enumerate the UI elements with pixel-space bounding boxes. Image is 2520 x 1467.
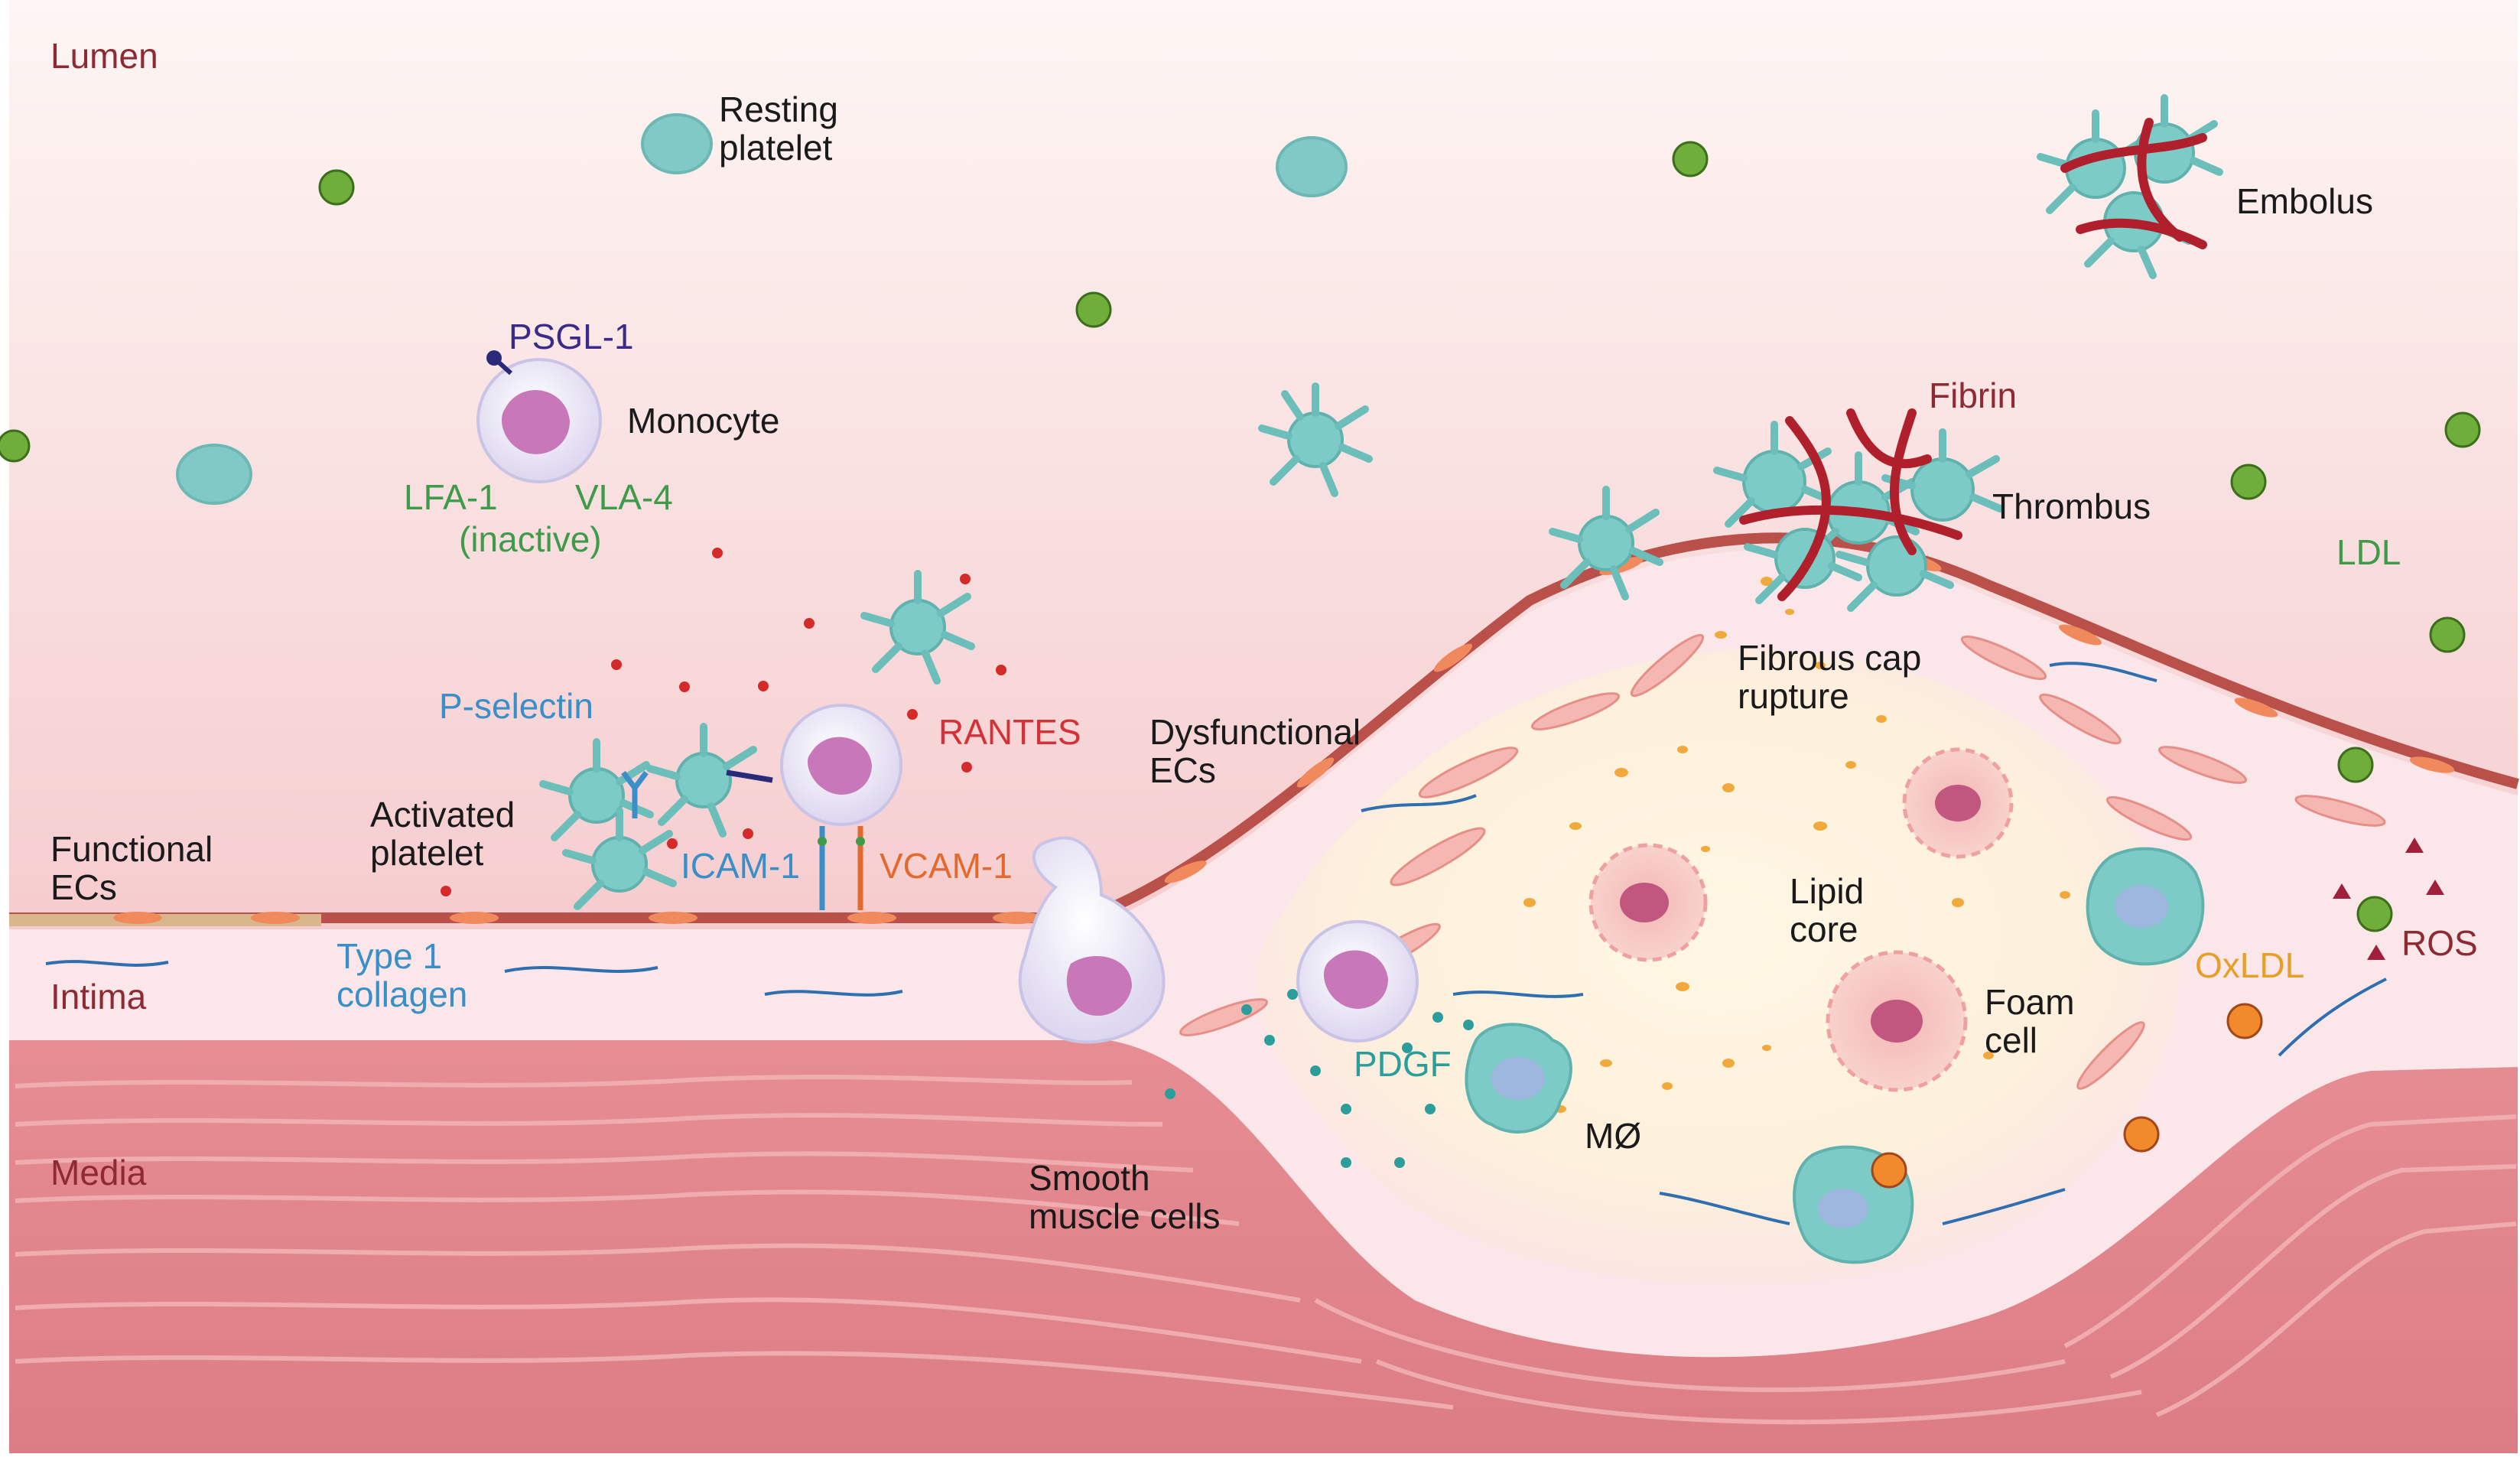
media-texture bbox=[15, 1075, 2517, 1425]
label-activated-platelet-line1: Activated bbox=[370, 795, 515, 834]
media-layer bbox=[9, 1040, 2518, 1453]
label-foam-cell-line2: cell bbox=[1985, 1020, 2038, 1060]
label-dysfunctional-ecs: Dysfunctional ECs bbox=[1149, 713, 1361, 789]
label-lipid-core-line2: core bbox=[1790, 909, 1858, 949]
lipid-droplets bbox=[1523, 577, 2070, 1113]
label-lipid-core-line1: Lipid bbox=[1790, 871, 1865, 911]
label-lipid-core: Lipid core bbox=[1790, 872, 1864, 948]
label-foam-cell: Foam cell bbox=[1985, 983, 2075, 1059]
p-selectin-molecule bbox=[621, 769, 773, 818]
label-smooth-muscle: Smooth muscle cells bbox=[1029, 1159, 1221, 1235]
label-oxldl: OxLDL bbox=[2195, 945, 2305, 985]
monocyte-rolling bbox=[780, 704, 902, 826]
macrophage-2 bbox=[2086, 847, 2205, 966]
label-vla4: VLA-4 bbox=[575, 477, 673, 517]
foam-cell-2 bbox=[1902, 747, 2014, 859]
label-resting-platelet-line2: platelet bbox=[719, 128, 833, 168]
label-fibrous-cap-line1: Fibrous cap bbox=[1738, 638, 1922, 678]
label-smooth-muscle-line2: muscle cells bbox=[1029, 1196, 1221, 1236]
label-dysfunctional-ecs-line1: Dysfunctional bbox=[1149, 712, 1361, 752]
label-fibrous-cap: Fibrous cap rupture bbox=[1738, 639, 1921, 715]
label-dysfunctional-ecs-line2: ECs bbox=[1149, 750, 1216, 790]
label-activated-platelet: Activated platelet bbox=[370, 795, 515, 872]
fibrin-strands bbox=[1739, 408, 1962, 601]
label-type1-collagen: Type 1 collagen bbox=[337, 937, 467, 1013]
label-functional-ecs-line2: ECs bbox=[50, 867, 117, 907]
label-thrombus: Thrombus bbox=[1992, 486, 2151, 526]
label-ldl: LDL bbox=[2336, 532, 2401, 572]
ldl-particles bbox=[0, 141, 2481, 932]
foam-cell-1 bbox=[1588, 843, 1708, 962]
label-inactive: (inactive) bbox=[459, 519, 602, 559]
label-foam-cell-line1: Foam bbox=[1985, 982, 2075, 1022]
vcam1-molecule bbox=[856, 826, 865, 910]
foam-cell-3 bbox=[1826, 950, 1968, 1092]
label-fibrous-cap-line2: rupture bbox=[1738, 676, 1849, 716]
monocyte-free bbox=[476, 350, 602, 483]
label-fibrin: Fibrin bbox=[1929, 376, 2018, 415]
label-type1-collagen-line1: Type 1 bbox=[337, 936, 443, 976]
embolus-fibrin bbox=[2060, 118, 2207, 249]
label-type1-collagen-line2: collagen bbox=[337, 974, 468, 1014]
resting-platelets bbox=[176, 113, 1348, 505]
activated-platelets bbox=[539, 382, 1663, 910]
rantes-dots bbox=[441, 548, 1006, 896]
label-embolus: Embolus bbox=[2236, 181, 2373, 221]
label-rantes: RANTES bbox=[938, 712, 1081, 752]
label-macrophage: MØ bbox=[1585, 1116, 1642, 1156]
label-media: Media bbox=[50, 1153, 147, 1192]
label-lfa1: LFA-1 bbox=[404, 477, 498, 517]
endothelium bbox=[9, 532, 2519, 923]
label-lumen: Lumen bbox=[50, 36, 158, 76]
label-smooth-muscle-line1: Smooth bbox=[1029, 1158, 1150, 1198]
monocyte-migrating bbox=[1018, 836, 1166, 1044]
label-resting-platelet: Resting platelet bbox=[719, 90, 838, 167]
label-p-selectin: P-selectin bbox=[439, 686, 593, 726]
label-functional-ecs-line1: Functional bbox=[50, 829, 213, 869]
label-intima: Intima bbox=[50, 977, 147, 1016]
label-ros: ROS bbox=[2401, 923, 2478, 963]
macrophage-1 bbox=[1465, 1023, 1572, 1134]
monocyte-intima bbox=[1296, 920, 1419, 1043]
icam1-molecule bbox=[818, 826, 827, 910]
ros-marks bbox=[2333, 838, 2444, 960]
label-vcam1: VCAM-1 bbox=[880, 846, 1013, 886]
label-functional-ecs: Functional ECs bbox=[50, 830, 213, 906]
oxldl-particles bbox=[1871, 1003, 2263, 1189]
label-pdgf: PDGF bbox=[1354, 1044, 1452, 1084]
label-psgl1: PSGL-1 bbox=[509, 317, 634, 356]
endothelial-nuclei bbox=[113, 553, 2455, 924]
pdgf-dots bbox=[1165, 989, 1474, 1168]
label-activated-platelet-line2: platelet bbox=[370, 833, 484, 873]
label-icam1: ICAM-1 bbox=[681, 846, 800, 886]
collagen-strands bbox=[45, 662, 2387, 1225]
label-monocyte: Monocyte bbox=[627, 401, 780, 441]
label-resting-platelet-line1: Resting bbox=[719, 89, 838, 129]
